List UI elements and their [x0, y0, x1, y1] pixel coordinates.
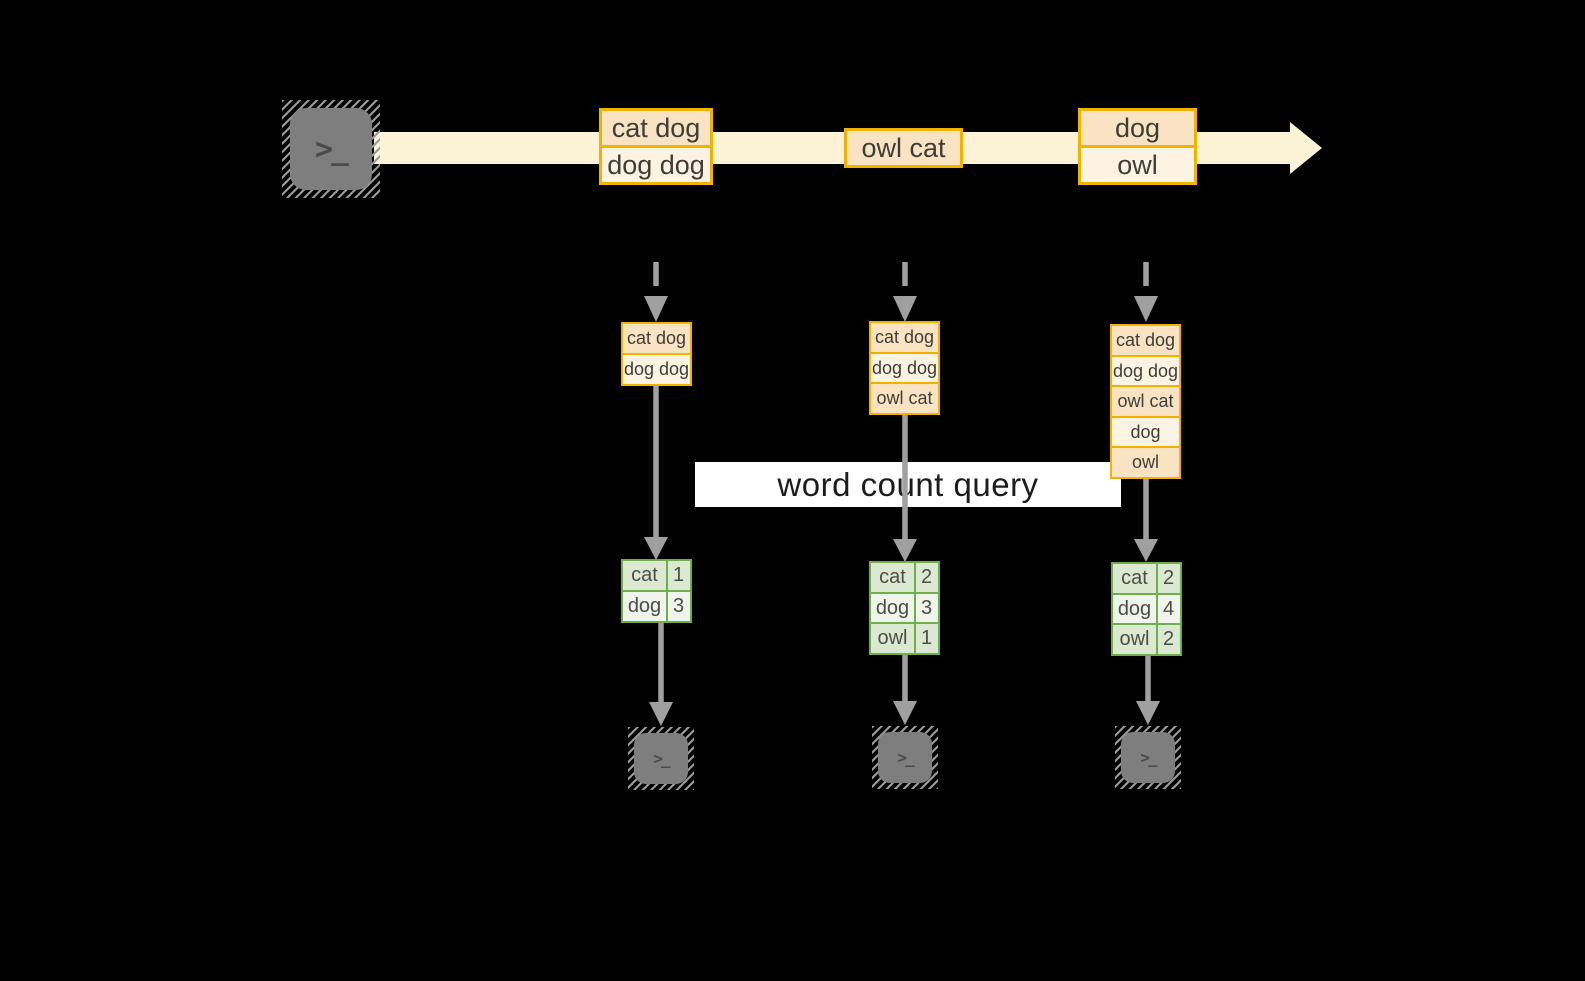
table-row: dog 3	[621, 589, 692, 623]
table-row: cat 2	[869, 561, 940, 594]
terminal-body: >_	[1121, 732, 1175, 783]
buffer-to-table-arrowhead-2	[893, 539, 917, 562]
buffer-record: cat dog	[621, 322, 692, 355]
count-table-1: cat 1 dog 3	[621, 559, 692, 623]
count-cell: 4	[1155, 592, 1182, 626]
prompt-glyph: >_	[897, 748, 914, 767]
word-cell: dog	[1111, 592, 1158, 626]
table-row: cat 2	[1111, 562, 1182, 595]
dashed-arrowhead-2	[893, 296, 917, 322]
word-cell: dog	[869, 591, 916, 625]
word-cell: cat	[869, 561, 916, 594]
buffer-record: dog dog	[1110, 354, 1181, 388]
table-row: cat 1	[621, 559, 692, 592]
prompt-glyph: >_	[653, 749, 670, 768]
word-cell: cat	[621, 559, 668, 592]
table-to-sink-arrowhead-1	[649, 702, 673, 726]
table-row: owl 1	[869, 622, 940, 655]
buffer-record: dog	[1110, 415, 1181, 449]
buffer-record: owl cat	[869, 382, 940, 415]
buffer-record: owl cat	[1110, 385, 1181, 418]
prompt-glyph: >_	[1140, 748, 1157, 767]
stream-record: owl	[1078, 145, 1197, 185]
count-cell: 1	[665, 559, 692, 592]
sink-terminal-icon-3: >_	[1115, 726, 1181, 789]
sink-terminal-icon-1: >_	[628, 727, 694, 790]
stream-event-batch-2: owl cat	[844, 128, 963, 168]
buffer-record: dog dog	[869, 351, 940, 385]
count-cell: 2	[913, 561, 940, 594]
buffer-to-table-arrowhead-3	[1134, 539, 1158, 562]
table-to-sink-arrowhead-2	[893, 701, 917, 725]
count-table-3: cat 2 dog 4 owl 2	[1111, 562, 1182, 656]
word-cell: owl	[869, 622, 916, 655]
count-cell: 2	[1155, 623, 1182, 656]
stream-record: cat dog	[599, 108, 713, 148]
count-table-2: cat 2 dog 3 owl 1	[869, 561, 940, 655]
stream-event-batch-3: dog owl	[1078, 108, 1197, 185]
stream-record: dog	[1078, 108, 1197, 148]
word-cell: owl	[1111, 623, 1158, 656]
table-row: dog 3	[869, 591, 940, 625]
buffer-record: cat dog	[1110, 324, 1181, 357]
stream-record: owl cat	[844, 128, 963, 168]
sink-terminal-icon-2: >_	[872, 726, 938, 789]
buffer-stack-2: cat dog dog dog owl cat	[869, 321, 940, 415]
buffer-record: cat dog	[869, 321, 940, 354]
terminal-body: >_	[290, 108, 372, 190]
dashed-arrowhead-1	[644, 296, 668, 322]
buffer-stack-3: cat dog dog dog owl cat dog owl	[1110, 324, 1181, 479]
count-cell: 1	[913, 622, 940, 655]
word-cell: dog	[621, 589, 668, 623]
stream-event-batch-1: cat dog dog dog	[599, 108, 713, 185]
dashed-arrowhead-3	[1134, 296, 1158, 322]
count-cell: 3	[665, 589, 692, 623]
stream-arrowhead-icon	[1290, 122, 1322, 174]
prompt-glyph: >_	[314, 131, 349, 167]
stream-record: dog dog	[599, 145, 713, 185]
count-cell: 2	[1155, 562, 1182, 595]
terminal-body: >_	[634, 733, 688, 784]
source-terminal-icon: >_	[282, 100, 380, 198]
buffer-stack-1: cat dog dog dog	[621, 322, 692, 386]
table-row: dog 4	[1111, 592, 1182, 626]
buffer-to-table-arrowhead-1	[644, 537, 668, 560]
word-cell: cat	[1111, 562, 1158, 595]
table-to-sink-arrowhead-3	[1136, 701, 1160, 725]
buffer-record: owl	[1110, 446, 1181, 479]
terminal-body: >_	[878, 732, 932, 783]
count-cell: 3	[913, 591, 940, 625]
buffer-record: dog dog	[621, 352, 692, 386]
table-row: owl 2	[1111, 623, 1182, 656]
